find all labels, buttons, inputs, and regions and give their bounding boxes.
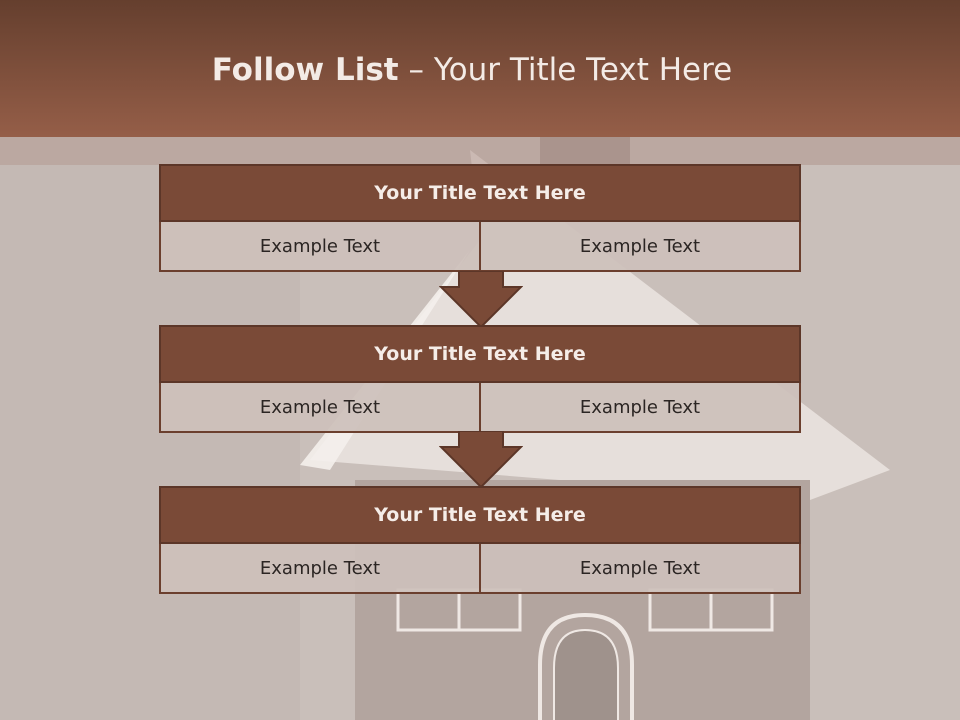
- list-block-2: Your Title Text Here Example Text Exampl…: [159, 325, 801, 433]
- block-cell-right: Example Text: [479, 383, 799, 431]
- slide-title-dash: –: [398, 52, 434, 88]
- block-row: Example Text Example Text: [159, 222, 801, 272]
- arrow-down-icon: [439, 271, 523, 329]
- slide-title: Follow List – Your Title Text Here: [0, 52, 944, 88]
- slide-header: [0, 0, 960, 137]
- slide-title-bold: Follow List: [211, 52, 399, 88]
- header-strip: [0, 137, 960, 165]
- block-cell-left: Example Text: [259, 557, 381, 579]
- block-cell-right: Example Text: [479, 222, 799, 270]
- arrow-down-icon: [439, 431, 523, 489]
- block-row: Example Text Example Text: [159, 544, 801, 594]
- block-cell-left: Example Text: [259, 235, 381, 257]
- block-title: Your Title Text Here: [159, 486, 801, 544]
- block-title: Your Title Text Here: [159, 325, 801, 383]
- slide-title-rest: Your Title Text Here: [433, 52, 733, 88]
- block-cell-right: Example Text: [479, 544, 799, 592]
- block-row: Example Text Example Text: [159, 383, 801, 433]
- block-title: Your Title Text Here: [159, 164, 801, 222]
- list-block-1: Your Title Text Here Example Text Exampl…: [159, 164, 801, 272]
- block-cell-left: Example Text: [259, 396, 381, 418]
- list-block-3: Your Title Text Here Example Text Exampl…: [159, 486, 801, 594]
